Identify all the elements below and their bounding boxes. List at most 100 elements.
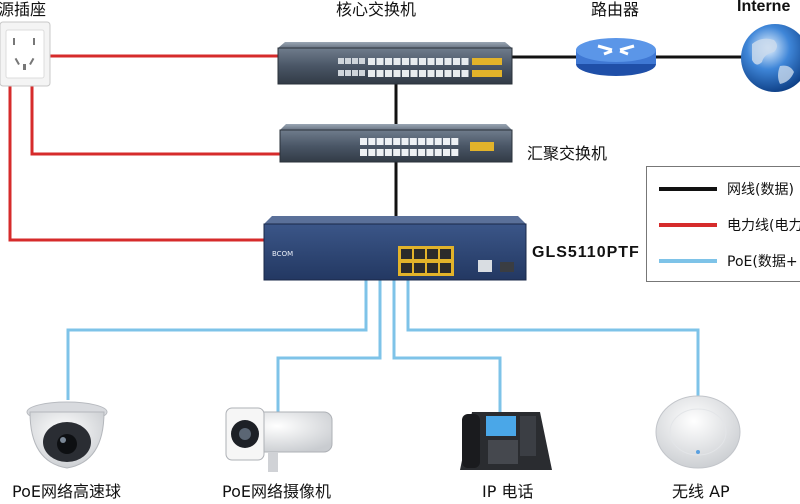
legend-item-data: 网线(数据) [647, 175, 800, 203]
aggregation-switch-port [376, 149, 384, 156]
aggregation-switch-port [418, 149, 426, 156]
device-label-wireless-ap: 无线 AP [672, 482, 730, 501]
poe-switch-port [401, 249, 412, 259]
core-switch-port [461, 58, 469, 65]
core-switch-port [368, 70, 375, 77]
core-switch-sfp-port [352, 58, 358, 64]
poe-switch-port [414, 249, 425, 259]
core-switch-port [376, 58, 384, 65]
core-switch-port [402, 70, 409, 77]
aggregation-switch-port [360, 138, 367, 145]
core-switch-port [453, 58, 460, 65]
core-switch-sfp-port [352, 70, 358, 76]
core-switch-port [368, 58, 375, 65]
device-label-dome-camera: PoE网络高速球 [12, 482, 121, 501]
poe-switch-port [401, 263, 412, 273]
aggregation-switch-port [384, 149, 392, 156]
aggregation-switch-port [451, 138, 459, 145]
internet-label: Interne [737, 0, 791, 15]
poe-switch-port [440, 263, 451, 273]
poe-line-ip-phone [392, 280, 502, 412]
aggregation-switch-port [393, 149, 401, 156]
core-switch-port [444, 70, 452, 77]
router-icon [576, 38, 656, 76]
router-label: 路由器 [591, 0, 640, 19]
aggregation-switch-port [443, 138, 450, 145]
ip-phone-icon [460, 412, 552, 470]
aggregation-switch-icon [279, 124, 513, 163]
core-switch-port [393, 70, 401, 77]
outlet-label: 源插座 [0, 0, 47, 19]
legend: 网线(数据) 电力线(电力 PoE(数据+ [646, 166, 800, 282]
core-switch-uplink-port [472, 70, 502, 77]
core-switch-port [385, 58, 392, 65]
aggregation-switch-port [426, 138, 434, 145]
poe-switch-icon: BCOM [263, 216, 527, 281]
core-switch-port [419, 58, 426, 65]
aggregation-switch-label: 汇聚交换机 [527, 144, 608, 163]
core-switch-uplink-port [472, 58, 502, 65]
core-switch-sfp-port [359, 70, 365, 76]
aggregation-switch-port [393, 138, 401, 145]
legend-label-poe: PoE(数据+ [727, 254, 798, 270]
aggregation-switch-port [451, 149, 459, 156]
aggregation-switch-port [434, 138, 442, 145]
legend-swatch-data [659, 187, 717, 191]
device-label-bullet-camera: PoE网络摄像机 [222, 482, 331, 501]
internet-globe-icon [741, 24, 800, 92]
legend-label-data: 网线(数据) [727, 182, 794, 198]
power-line-poe-switch [8, 86, 264, 242]
poe-switch-port [414, 263, 425, 273]
poe-line-wireless-ap [406, 280, 700, 398]
aggregation-switch-port [368, 138, 376, 145]
core-switch-port [376, 70, 384, 77]
core-switch-port [402, 58, 409, 65]
core-switch-sfp-port [345, 58, 351, 64]
poe-switch-console-port [500, 262, 514, 272]
aggregation-switch-port [443, 149, 450, 156]
aggregation-switch-port [409, 138, 417, 145]
core-switch-sfp-port [359, 58, 365, 64]
aggregation-switch-port [434, 149, 442, 156]
poe-switch-port [427, 249, 438, 259]
power-line-aggregation [30, 86, 280, 156]
aggregation-switch-port [418, 138, 426, 145]
poe-switch-sfp-port [478, 260, 492, 272]
aggregation-switch-port [401, 149, 409, 156]
core-switch-port [461, 70, 469, 77]
core-switch-label: 核心交换机 [336, 0, 417, 19]
poe-line-bullet-camera [276, 280, 382, 412]
poe-lines [66, 280, 700, 412]
core-switch-icon [277, 42, 513, 85]
power-outlet-icon [0, 21, 51, 87]
core-switch-sfp-port [338, 70, 344, 76]
aggregation-switch-port [368, 149, 376, 156]
legend-label-power: 电力线(电力 [727, 218, 800, 234]
core-switch-port [444, 58, 452, 65]
core-switch-port [436, 58, 443, 65]
aggregation-switch-uplink-port [470, 142, 494, 151]
aggregation-switch-port [360, 149, 367, 156]
legend-swatch-power [659, 223, 717, 227]
core-switch-port [427, 58, 435, 65]
core-switch-port [410, 58, 418, 65]
bullet-camera-icon [225, 407, 333, 472]
power-lines [8, 54, 280, 242]
core-switch-port [436, 70, 443, 77]
aggregation-switch-port [426, 149, 434, 156]
core-switch-port [453, 70, 460, 77]
core-switch-sfp-port [345, 70, 351, 76]
core-switch-port [410, 70, 418, 77]
aggregation-switch-port [409, 149, 417, 156]
core-switch-port [385, 70, 392, 77]
poe-switch-port [440, 249, 451, 259]
core-switch-sfp-port [338, 58, 344, 64]
poe-switch-brand-logo: BCOM [272, 250, 293, 258]
aggregation-switch-port [384, 138, 392, 145]
core-switch-port [427, 70, 435, 77]
aggregation-switch-port [401, 138, 409, 145]
legend-item-poe: PoE(数据+ [647, 247, 800, 275]
dome-camera-icon [26, 401, 108, 469]
